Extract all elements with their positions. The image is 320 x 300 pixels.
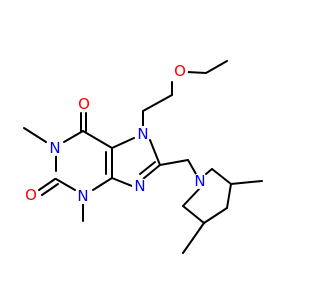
bond-c5-c6 [82,130,113,149]
bond-ch2-o-ether [186,71,207,74]
bond-n1-ch3 [23,127,47,143]
bond-c6-n1 [63,130,84,143]
bond-c3-c4 [203,207,228,224]
bond-c4-c5 [226,183,232,209]
bond-n9-c4 [111,177,133,187]
bond-c2-c3 [182,205,205,224]
nitrogen-atom-n3: N [77,187,88,205]
bond-c5-c6 [211,168,232,185]
molecule-structure: O O N N N N O N [23,60,263,254]
bond-ch3-ch2 [205,60,228,74]
bond-c2-n3 [55,178,76,191]
bond-c2-o [38,178,56,191]
oxygen-atom-c2: O [25,186,37,204]
nitrogen-atom-n1: N [49,139,60,157]
nitrogen-atom-n7: N [137,125,148,143]
bond-c3-methyl [182,222,205,254]
atom-labels: O O N N N N O N [23,62,208,205]
structure-canvas: O O N N N N O N [23,60,263,254]
bond-c2-o-double [41,183,59,196]
bond-c8-n9-double [142,164,161,180]
bond-ch2-n-pip [187,159,197,175]
bonds [23,60,263,254]
bond-c8-ch2 [159,159,189,166]
nitrogen-atom-piperidine: N [194,172,205,190]
bond-n7-c8 [149,139,161,166]
bond-c5-methyl [230,180,263,185]
oxygen-atom-c6: O [78,95,90,113]
oxygen-atom-ether: O [174,62,186,80]
bond-n3-c4 [92,177,113,191]
bond-n-pip-c2 [182,187,201,207]
bond-ch2-ch2 [142,94,173,112]
nitrogen-atom-n9: N [134,177,145,195]
bond-c8-n9-double-inner [139,161,156,175]
bond-c6-n-pip [205,168,213,175]
bond-n7-c5 [111,137,135,149]
